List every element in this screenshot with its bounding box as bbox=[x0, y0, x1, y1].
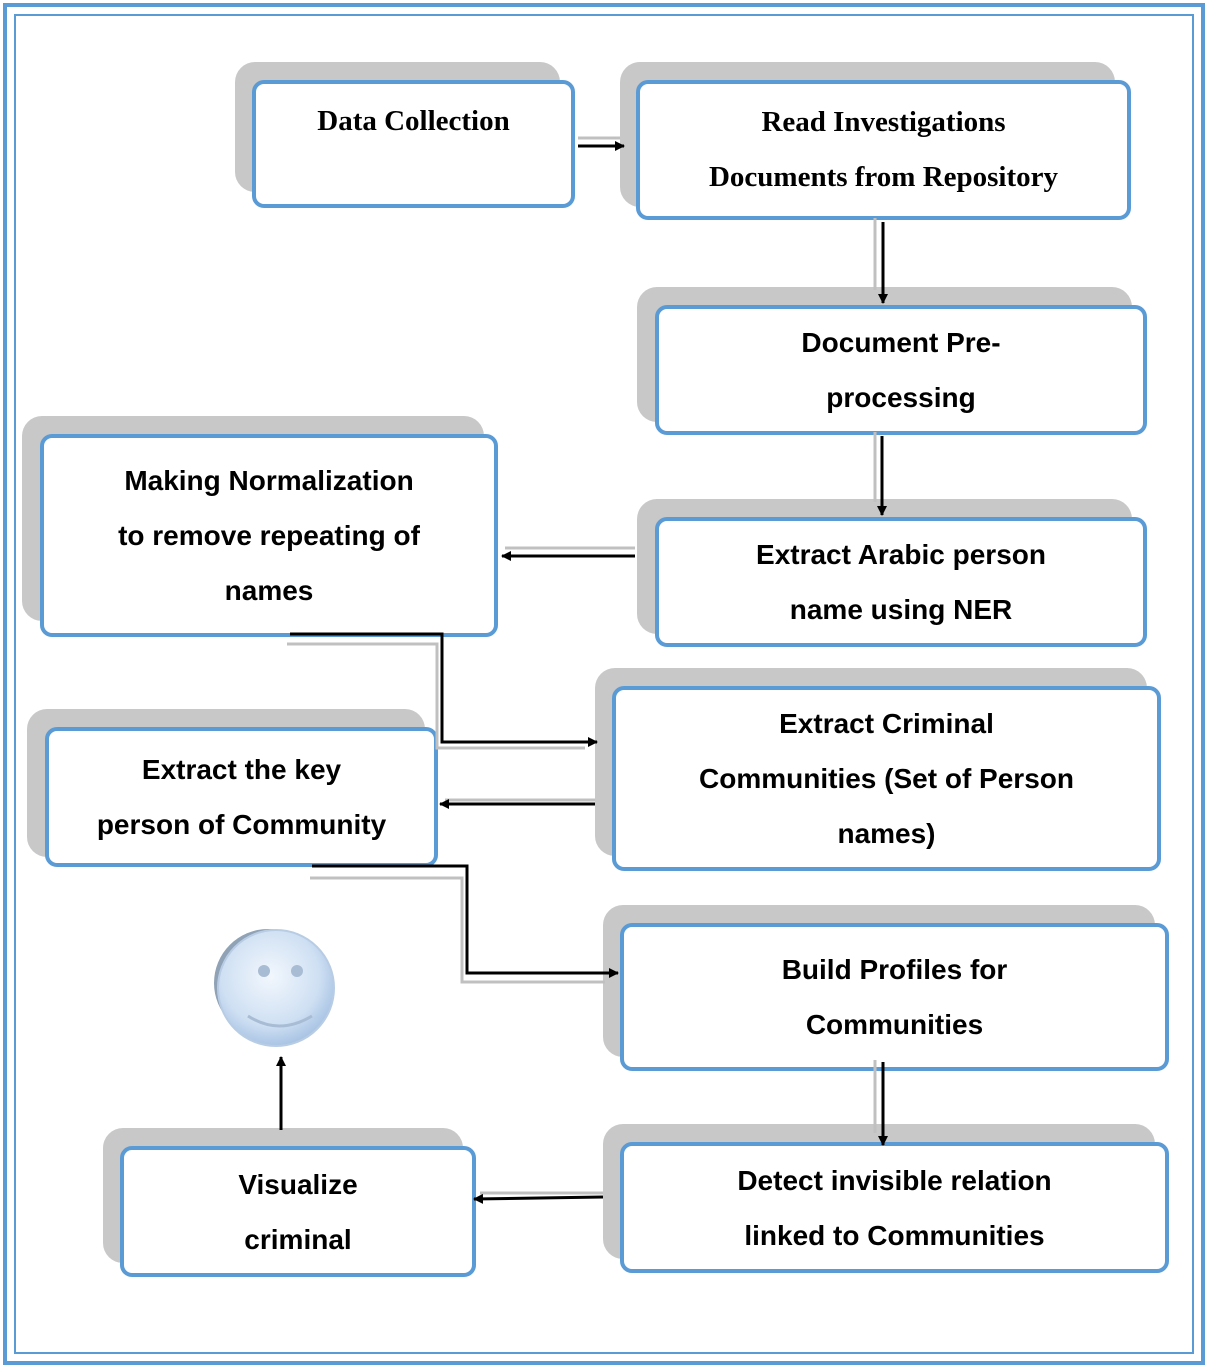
normalization-label: Making Normalization to remove repeating… bbox=[118, 465, 420, 606]
extract-communities-box: Extract Criminal Communities (Set of Per… bbox=[612, 686, 1161, 871]
arrow-detect-to-visualize bbox=[473, 1193, 604, 1204]
smiley-face-icon bbox=[214, 929, 335, 1047]
data-collection-label: Data Collection bbox=[317, 105, 510, 137]
arrow-key-person-to-profiles bbox=[312, 864, 619, 978]
extract-communities-label: Extract Criminal Communities (Set of Per… bbox=[699, 708, 1074, 849]
detect-relation-label: Detect invisible relation linked to Comm… bbox=[737, 1164, 1052, 1251]
build-profiles-label: Build Profiles for Communities bbox=[781, 954, 1008, 1040]
normalization-box: Making Normalization to remove repeating… bbox=[40, 434, 498, 637]
extract-names-box: Extract Arabic person name using NER bbox=[655, 517, 1147, 647]
preprocessing-box: Document Pre- processing bbox=[655, 305, 1147, 435]
outer-frame bbox=[3, 3, 1205, 1365]
read-documents-label: Read Investigations Documents from Repos… bbox=[708, 106, 1059, 193]
visualize-label: Visualize criminal bbox=[238, 1168, 358, 1255]
preprocessing-label: Document Pre- processing bbox=[801, 327, 1001, 413]
arrow-normalization-to-communities bbox=[290, 632, 598, 747]
key-person-box: Extract the key person of Community bbox=[45, 727, 438, 867]
build-profiles-box: Build Profiles for Communities bbox=[620, 923, 1169, 1071]
visualize-box: Visualize criminal bbox=[120, 1146, 476, 1277]
detect-relation-box: Detect invisible relation linked to Comm… bbox=[620, 1142, 1169, 1273]
connector-shadows bbox=[287, 136, 877, 1195]
data-collection-box: Data Collection bbox=[252, 80, 575, 208]
key-person-label: Extract the key person of Community bbox=[96, 754, 387, 840]
extract-names-label: Extract Arabic person name using NER bbox=[756, 539, 1046, 625]
inner-frame bbox=[14, 14, 1194, 1354]
read-documents-box: Read Investigations Documents from Repos… bbox=[636, 80, 1131, 220]
